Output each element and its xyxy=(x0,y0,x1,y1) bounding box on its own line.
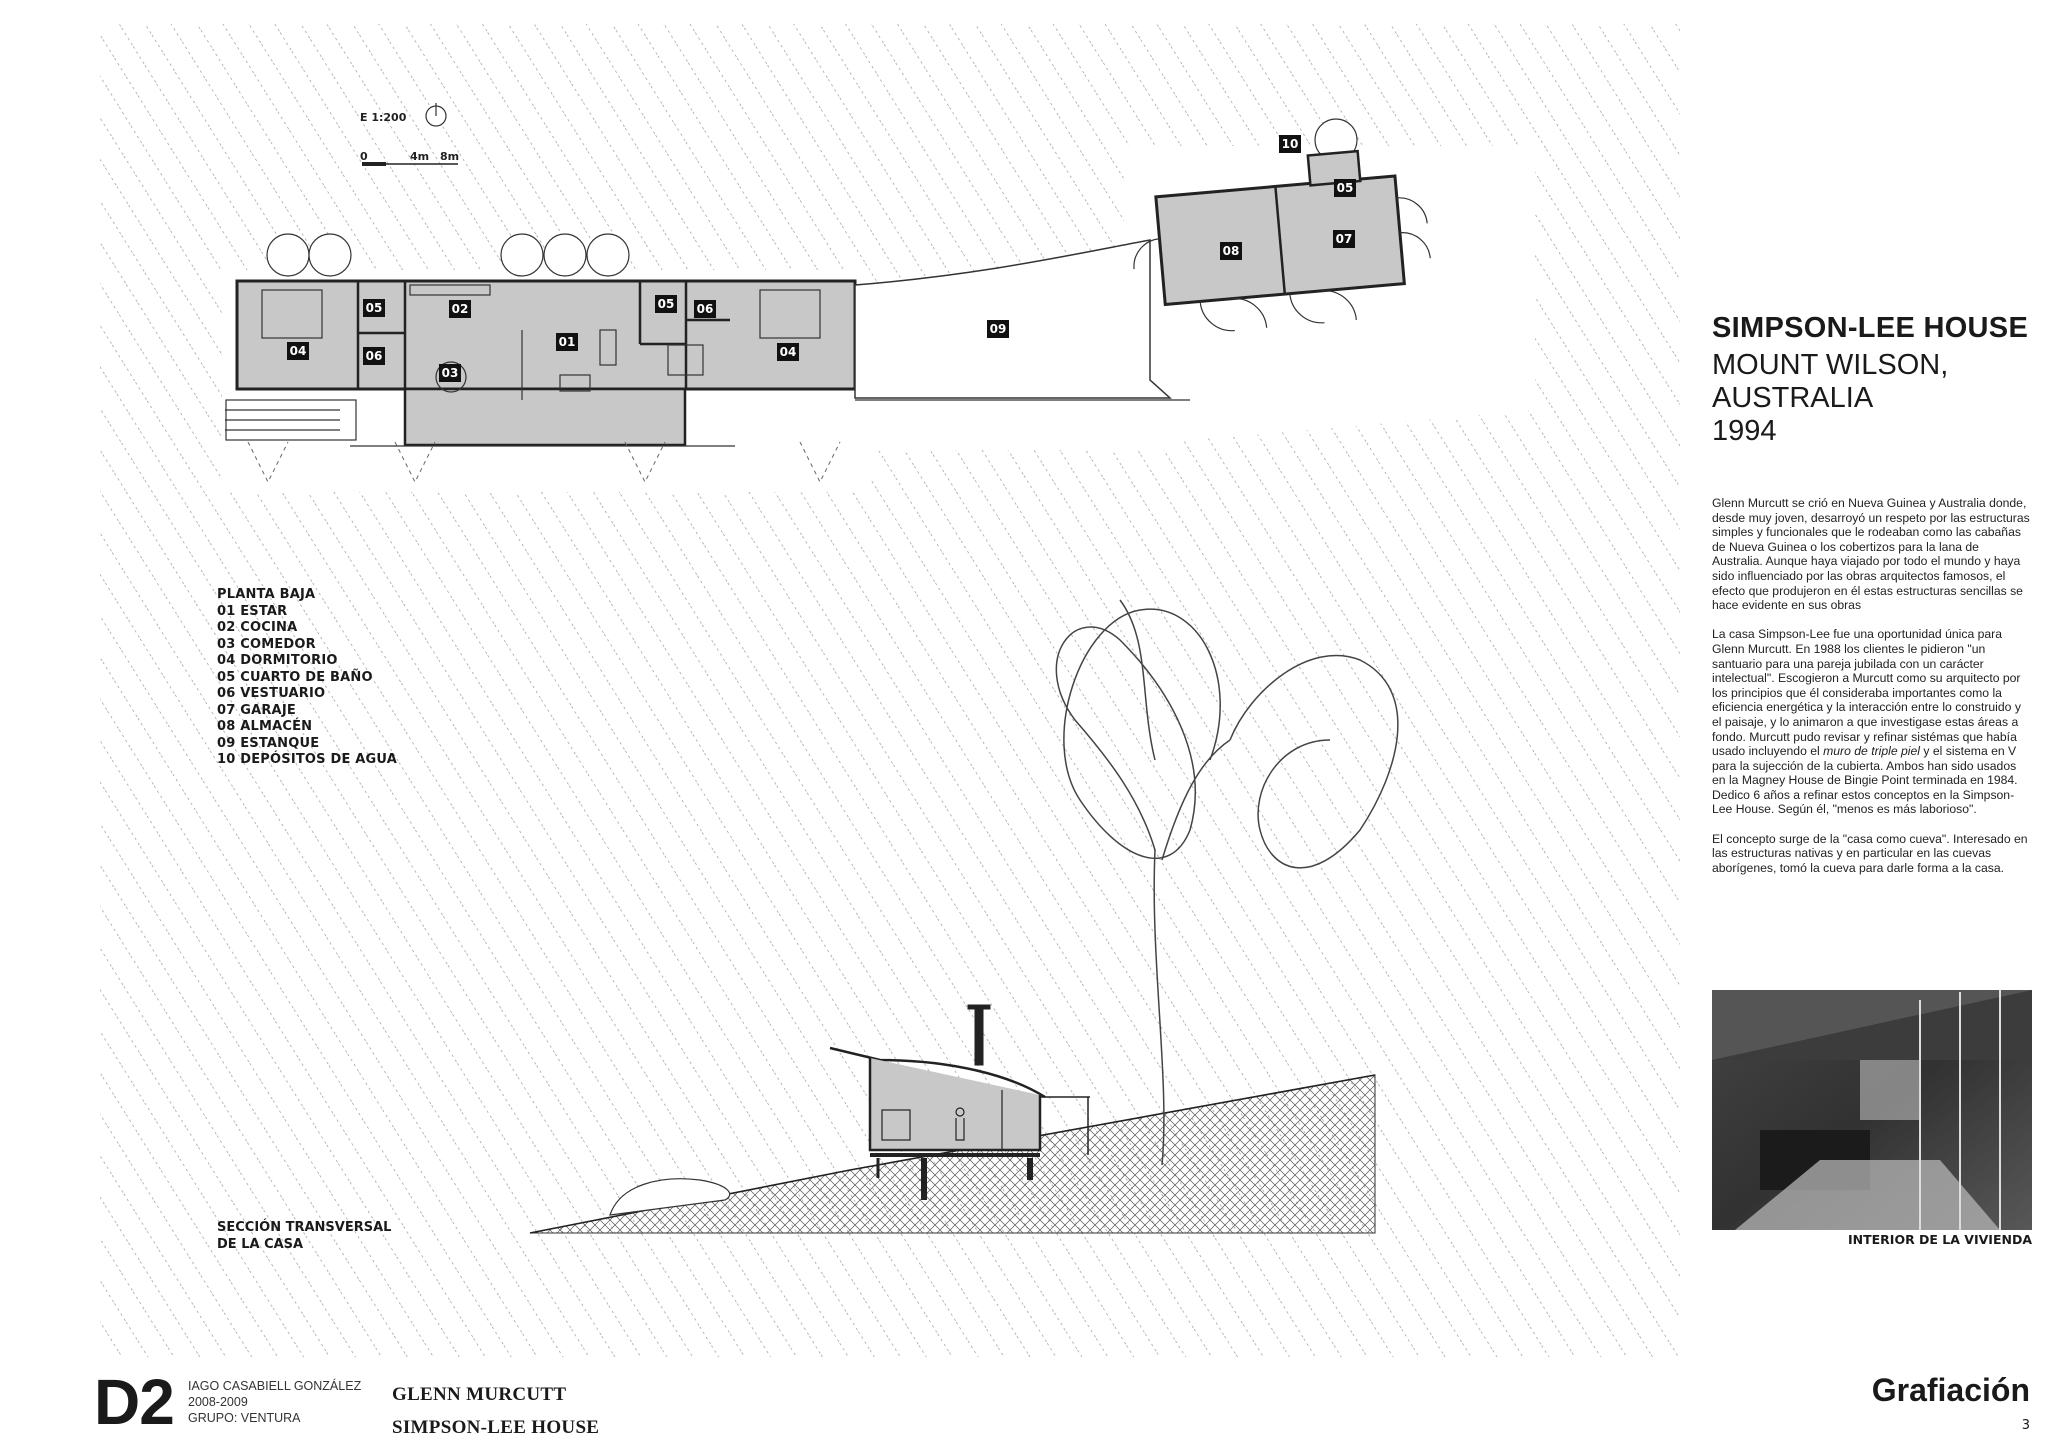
legend-item: 02 COCINA xyxy=(217,620,298,635)
scale-ratio: E 1:200 xyxy=(360,111,407,124)
room-label-01: 01 xyxy=(559,335,576,349)
legend-item: 07 GARAJE xyxy=(217,702,296,718)
legend-item: 01 ESTAR xyxy=(217,603,288,619)
academic-years: 2008-2009 xyxy=(188,1395,248,1409)
photo-caption: INTERIOR DE LA VIVIENDA xyxy=(1847,1232,2032,1247)
legend-heading: PLANTA BAJA xyxy=(217,587,316,602)
page-title: SIMPSON-LEE HOUSE xyxy=(1712,312,2029,344)
section-caption-line: SECCIÓN TRANSVERSAL xyxy=(217,1220,392,1235)
architect-name: GLENN MURCUTT xyxy=(392,1384,567,1405)
room-label-02: 02 xyxy=(452,302,469,316)
page-number: 3 xyxy=(2021,1418,2030,1433)
room-label-09: 09 xyxy=(990,322,1007,336)
interior-photo xyxy=(1712,990,2032,1230)
paragraph-3: El concepto surge de la "casa como cueva… xyxy=(1712,831,2028,875)
footer-project: GLENN MURCUTT SIMPSON-LEE HOUSE xyxy=(392,1378,599,1444)
group-name: GRUPO: VENTURA xyxy=(188,1411,301,1425)
paragraph-2-part-a: La casa Simpson-Lee fue una oportunidad … xyxy=(1712,627,2021,759)
room-label-05a: 05 xyxy=(366,301,383,315)
author-name: IAGO CASABIELL GONZÁLEZ xyxy=(188,1379,362,1393)
scale-tick-8m: 8m xyxy=(440,150,459,163)
legend-item: 10 DEPÓSITOS DE AGUA xyxy=(217,752,398,767)
section-caption-line: DE LA CASA xyxy=(217,1236,304,1252)
brand-title: Grafiación xyxy=(1871,1372,2030,1408)
room-label-06b: 06 xyxy=(697,302,714,316)
room-label-08: 08 xyxy=(1223,244,1240,258)
scale-bar: E 1:200 0 4m 8m xyxy=(360,103,459,166)
room-label-04a: 04 xyxy=(290,344,307,358)
legend-item: 08 ALMACÉN xyxy=(217,719,313,734)
project-name: SIMPSON-LEE HOUSE xyxy=(392,1417,600,1438)
paragraph-2-emphasis: muro de triple piel xyxy=(1823,744,1920,759)
legend-item: 06 VESTUARIO xyxy=(217,686,326,701)
room-legend: PLANTA BAJA 01 ESTAR 02 COCINA 03 COMEDO… xyxy=(217,587,397,769)
scale-tick-4m: 4m xyxy=(410,150,429,163)
room-label-05b: 05 xyxy=(658,297,675,311)
paragraph-2: La casa Simpson-Lee fue una oportunidad … xyxy=(1712,627,2032,817)
legend-item: 09 ESTANQUE xyxy=(217,735,320,751)
country-line: AUSTRALIA xyxy=(1712,382,1874,414)
sheet-code: D2 xyxy=(94,1366,175,1438)
footer-meta: IAGO CASABIELL GONZÁLEZ 2008-2009 GRUPO:… xyxy=(188,1378,361,1426)
year-line: 1994 xyxy=(1712,415,1777,447)
title-block: SIMPSON-LEE HOUSE MOUNT WILSON, AUSTRALI… xyxy=(1712,312,2032,448)
paragraph-1: Glenn Murcutt se crió en Nueva Guinea y … xyxy=(1712,496,2030,613)
legend-item: 03 COMEDOR xyxy=(217,636,316,652)
room-label-07: 07 xyxy=(1336,232,1353,246)
cross-section-drawing xyxy=(529,599,1399,1234)
floor-plan: 01 02 03 04 04 05 05 05 06 06 07 08 09 1… xyxy=(222,118,1535,492)
legend-item: 04 DORMITORIO xyxy=(217,653,338,668)
room-label-04b: 04 xyxy=(780,345,797,359)
room-label-05c: 05 xyxy=(1337,181,1354,195)
section-caption: SECCIÓN TRANSVERSAL DE LA CASA xyxy=(217,1220,391,1253)
room-label-10: 10 xyxy=(1282,137,1299,151)
scale-tick-0: 0 xyxy=(360,150,368,163)
room-label-06a: 06 xyxy=(366,349,383,363)
paragraph-2-part-b: y el sistema en V para la sujección de l… xyxy=(1712,744,2018,817)
description-text: Glenn Murcutt se crió en Nueva Guinea y … xyxy=(1712,496,2032,890)
legend-item: 05 CUARTO DE BAÑO xyxy=(217,669,373,685)
location-line: MOUNT WILSON, xyxy=(1712,349,1949,381)
room-label-03: 03 xyxy=(442,366,459,380)
